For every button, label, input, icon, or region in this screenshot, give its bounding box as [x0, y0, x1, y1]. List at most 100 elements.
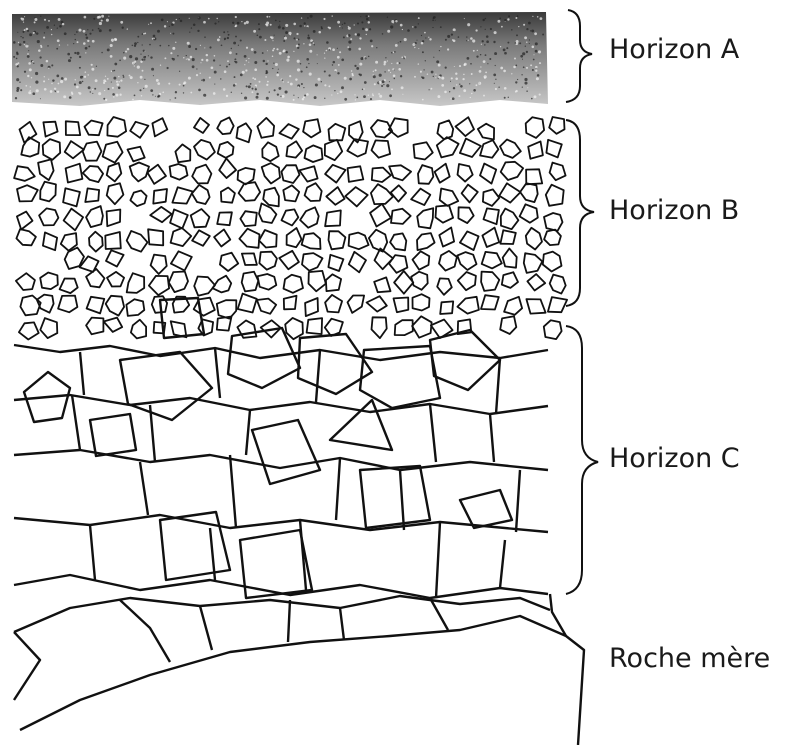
speckle: [435, 77, 436, 78]
soil-fragment: [89, 232, 103, 252]
soil-fragment: [504, 297, 522, 315]
speckle: [365, 15, 367, 17]
soil-fragment: [152, 118, 167, 136]
speckle: [203, 94, 206, 97]
speckle: [511, 73, 512, 74]
speckle: [313, 30, 316, 33]
soil-fragment: [527, 274, 545, 290]
soil-fragment: [544, 213, 563, 231]
speckle: [382, 33, 384, 35]
soil-fragment: [169, 272, 188, 293]
soil-fragment: [214, 229, 230, 246]
speckle: [362, 28, 364, 30]
speckle: [387, 30, 390, 33]
speckle: [272, 68, 273, 69]
speckle: [142, 44, 143, 45]
speckle: [256, 96, 259, 99]
speckle: [329, 49, 331, 51]
speckle: [402, 29, 403, 30]
speckle: [189, 31, 190, 32]
speckle: [306, 66, 308, 68]
speckle: [493, 41, 495, 43]
speckle: [370, 98, 372, 100]
speckle: [204, 36, 206, 38]
speckle: [287, 56, 290, 59]
speckle: [348, 48, 351, 51]
speckle: [400, 75, 402, 77]
speckle: [255, 84, 257, 86]
speckle: [398, 42, 399, 43]
speckle: [391, 63, 392, 64]
soil-fragment: [107, 183, 124, 204]
soil-fragment: [435, 164, 450, 183]
speckle: [418, 17, 420, 19]
soil-fragment: [456, 117, 475, 136]
speckle: [501, 26, 503, 28]
soil-fragment: [460, 231, 479, 250]
speckle: [332, 15, 333, 16]
speckle: [328, 85, 330, 87]
speckle: [400, 41, 402, 43]
soil-fragment: [349, 252, 366, 272]
speckle: [55, 91, 56, 92]
soil-fragment: [329, 124, 346, 141]
speckle: [273, 62, 274, 63]
soil-fragment: [153, 189, 167, 204]
speckle: [62, 23, 64, 25]
speckle: [112, 87, 114, 89]
speckle: [412, 26, 414, 28]
speckle: [85, 47, 88, 50]
soil-fragment: [257, 299, 276, 314]
soil-fragment: [194, 298, 215, 316]
soil-fragment: [284, 296, 297, 310]
speckle: [118, 76, 119, 77]
speckle: [421, 42, 424, 45]
speckle: [153, 75, 154, 76]
speckle: [301, 83, 303, 85]
speckle: [359, 63, 362, 66]
soil-fragment: [391, 209, 411, 224]
speckle: [32, 61, 34, 63]
speckle: [435, 74, 436, 75]
speckle: [202, 79, 205, 82]
speckle: [536, 77, 539, 80]
speckle: [137, 42, 138, 43]
speckle: [244, 64, 245, 65]
speckle: [295, 78, 297, 80]
speckle: [193, 24, 196, 27]
speckle: [251, 91, 253, 93]
speckle: [285, 31, 288, 34]
speckle: [479, 70, 482, 73]
speckle: [429, 89, 430, 90]
speckle: [337, 93, 338, 94]
speckle: [59, 25, 62, 28]
soil-fragment: [194, 277, 215, 296]
speckle: [388, 69, 390, 71]
soil-fragment: [372, 317, 387, 338]
speckle: [190, 56, 193, 59]
soil-fragment: [198, 319, 213, 335]
speckle: [20, 89, 22, 91]
speckle: [482, 40, 484, 42]
soil-fragment: [437, 120, 453, 139]
soil-fragment: [417, 208, 433, 228]
speckle: [254, 61, 257, 64]
speckle: [309, 43, 312, 46]
speckle: [114, 63, 117, 66]
soil-fragment: [66, 121, 80, 135]
speckle: [469, 83, 470, 84]
speckle: [478, 82, 481, 85]
speckle: [63, 95, 66, 98]
speckle: [497, 20, 500, 23]
speckle: [251, 48, 254, 51]
speckle: [337, 21, 340, 24]
speckle: [275, 63, 278, 66]
speckle: [79, 67, 81, 69]
speckle: [438, 76, 441, 79]
soil-fragment: [394, 271, 413, 294]
speckle: [69, 96, 72, 99]
soil-fragment: [107, 117, 126, 137]
speckle: [471, 73, 473, 75]
speckle: [441, 77, 444, 80]
